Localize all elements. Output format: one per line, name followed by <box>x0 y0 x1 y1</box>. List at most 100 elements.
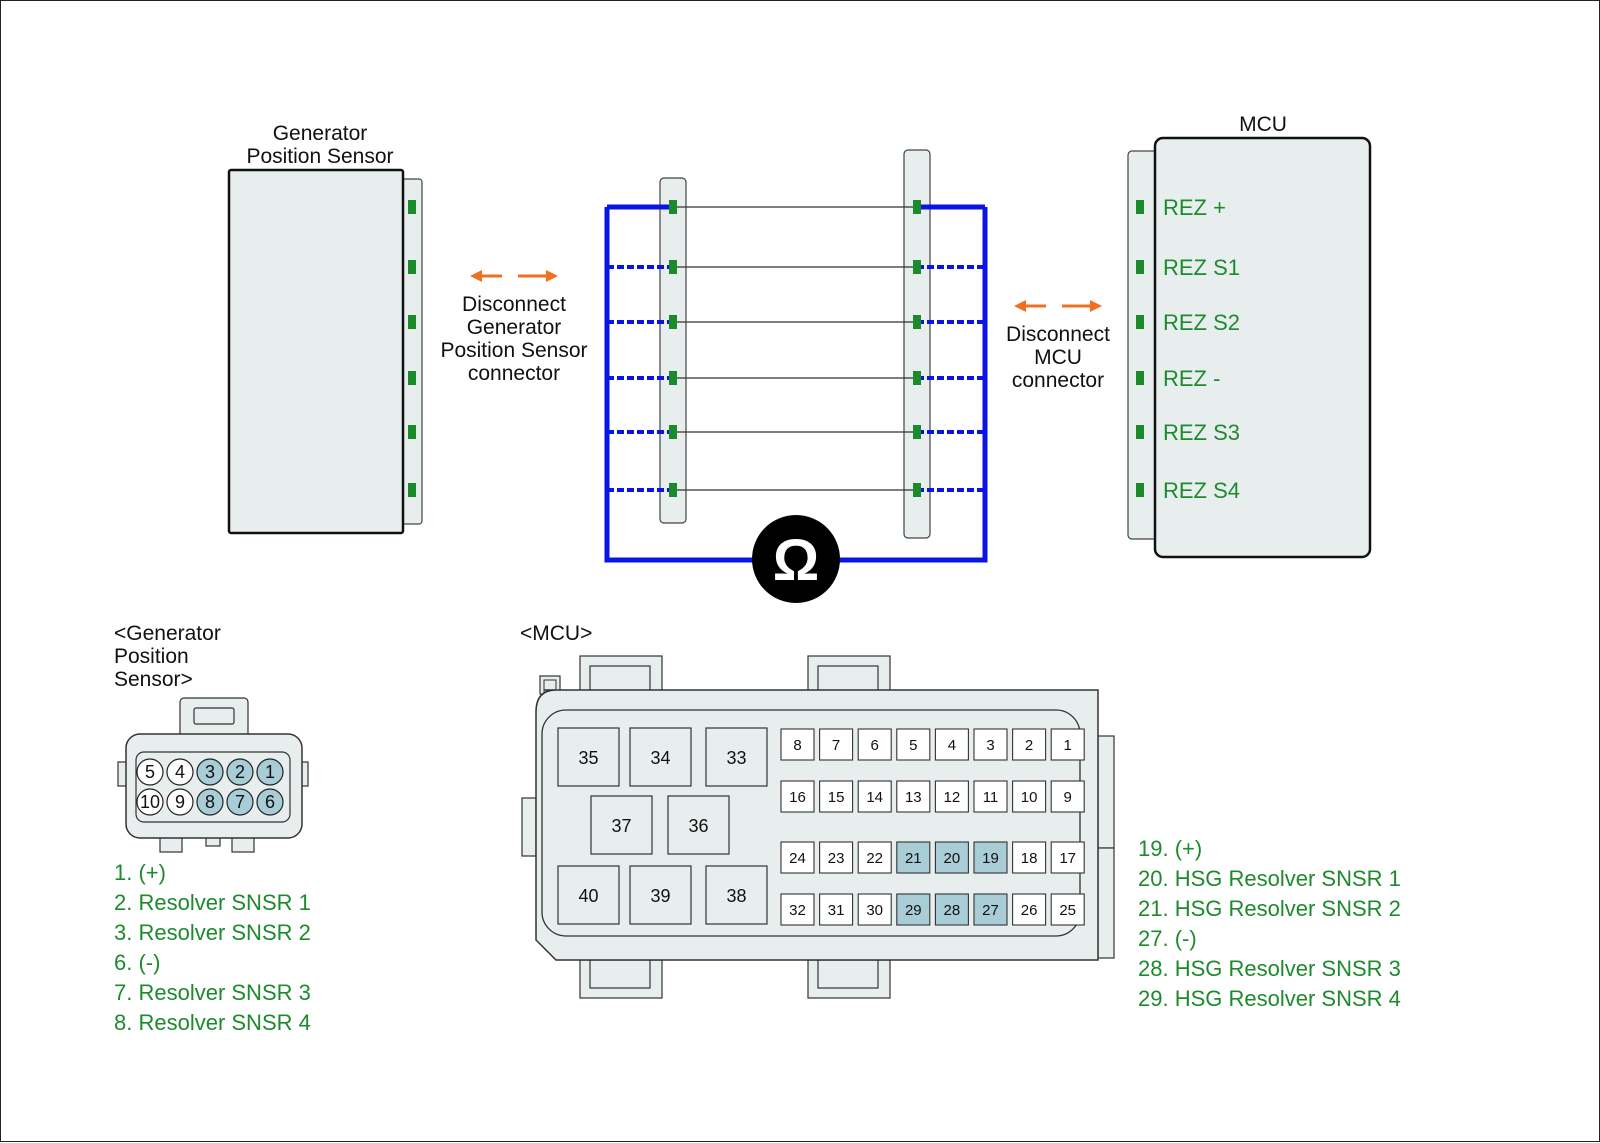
mcu-large-pin-36 <box>667 795 730 855</box>
mcu-legend-item: 29. HSG Resolver SNSR 4 <box>1138 986 1401 1011</box>
harness-pin-right <box>913 260 921 274</box>
mcu-pin-31 <box>819 893 854 926</box>
mcu-legend-item: 28. HSG Resolver SNSR 3 <box>1138 956 1401 981</box>
ohmmeter: Ω <box>752 515 840 603</box>
gps-pin-label: 2 <box>235 762 245 782</box>
harness-pin-right <box>913 315 921 329</box>
mcu-pin-label: 28 <box>944 902 961 919</box>
gps-terminal-6 <box>408 483 416 497</box>
harness-left-strip <box>659 177 687 524</box>
mcu-pin-label: 30 <box>866 902 883 919</box>
gps-title-line: <Generator <box>114 622 221 645</box>
harness-pin-left <box>669 371 677 385</box>
mcu-large-pin-label: 38 <box>726 886 746 906</box>
mcu-terminal-label: REZ S1 <box>1163 255 1240 280</box>
mcu-pin-label: 32 <box>789 902 806 919</box>
mcu-pin-16 <box>780 780 815 813</box>
mcu-pin-13 <box>896 780 931 813</box>
mcu-terminal-5 <box>1136 425 1144 439</box>
mcu-pin-9 <box>1050 780 1085 813</box>
mcu-terminal-6 <box>1136 483 1144 497</box>
gps-legend-item: 8. Resolver SNSR 4 <box>114 1010 311 1035</box>
mcu-pin-12 <box>934 780 969 813</box>
mcu-pin-21 <box>896 841 931 874</box>
harness-pin-right <box>913 425 921 439</box>
mcu-pin-1 <box>1050 728 1085 761</box>
gps-pin-1 <box>256 758 284 786</box>
mcu-legend-item: 27. (-) <box>1138 926 1197 951</box>
mcu-pin-10 <box>1012 780 1047 813</box>
mcu-pin-label: 6 <box>871 737 879 754</box>
mcu-pin-19 <box>973 841 1008 874</box>
mcu-large-pin-label: 39 <box>650 886 670 906</box>
mcu-pin-label: 21 <box>905 850 922 867</box>
mcu-pin-label: 10 <box>1021 789 1038 806</box>
mcu-pin-label: 27 <box>982 902 999 919</box>
mcu-pin-label: 7 <box>832 737 840 754</box>
gps-pin-10 <box>136 788 164 816</box>
mcu-large-pin-label: 35 <box>578 748 598 768</box>
mcu-pin-27 <box>973 893 1008 926</box>
harness-pin-left <box>669 200 677 214</box>
mcu-pin-label: 22 <box>866 850 883 867</box>
mcu-terminal-label: REZ S3 <box>1163 420 1240 445</box>
gps-pin-legend: 1. (+)2. Resolver SNSR 13. Resolver SNSR… <box>114 860 311 1035</box>
mcu-large-pin-37 <box>590 795 653 855</box>
gps-pin-7 <box>226 788 254 816</box>
harness-pin-left <box>669 260 677 274</box>
disc-mcu-line: Disconnect <box>1006 323 1110 346</box>
mcu-pin-label: 26 <box>1021 902 1038 919</box>
gps-pin-6 <box>256 788 284 816</box>
mcu-pin-label: 17 <box>1059 850 1076 867</box>
mcu-pin-32 <box>780 893 815 926</box>
gps-pin-2 <box>226 758 254 786</box>
gps-legend-item: 3. Resolver SNSR 2 <box>114 920 311 945</box>
mcu-title: MCU <box>1239 113 1287 136</box>
mcu-pin-30 <box>857 893 892 926</box>
mcu-connector-title: <MCU> <box>520 622 592 645</box>
harness-pin-right <box>913 483 921 497</box>
ohmmeter-symbol: Ω <box>773 528 820 593</box>
mcu-pin-label: 8 <box>793 737 801 754</box>
mcu-pin-4 <box>934 728 969 761</box>
mcu-large-pin-40 <box>557 865 620 925</box>
mcu-large-pin-34 <box>629 727 692 787</box>
mcu-pin-label: 1 <box>1064 737 1072 754</box>
mcu-pin-20 <box>934 841 969 874</box>
mcu-pin-label: 18 <box>1021 850 1038 867</box>
mcu-pin-label: 19 <box>982 850 999 867</box>
gps-pin-label: 7 <box>235 792 245 812</box>
disc-gps-line: Position Sensor <box>440 339 587 362</box>
gps-legend-item: 7. Resolver SNSR 3 <box>114 980 311 1005</box>
disconnect-mcu-arrow <box>1014 300 1102 312</box>
mcu-pin-label: 9 <box>1064 789 1072 806</box>
mcu-large-pin-label: 33 <box>726 748 746 768</box>
mcu-pin-29 <box>896 893 931 926</box>
gps-title-line: Position <box>114 645 189 668</box>
mcu-pin-14 <box>857 780 892 813</box>
gps-body <box>227 168 405 535</box>
harness-pin-left <box>669 483 677 497</box>
mcu-terminal-label: REZ S4 <box>1163 478 1240 503</box>
mcu-large-pin-label: 34 <box>650 748 670 768</box>
gps-terminal-3 <box>408 315 416 329</box>
gps-terminals <box>408 200 416 497</box>
mcu-pin-label: 4 <box>948 737 956 754</box>
mcu-large-pin-39 <box>629 865 692 925</box>
mcu-pin-label: 15 <box>828 789 845 806</box>
mcu-large-pin-label: 37 <box>611 816 631 836</box>
mcu-terminal-label: REZ S2 <box>1163 310 1240 335</box>
mcu-pin-26 <box>1012 893 1047 926</box>
ohmmeter-circle <box>752 515 840 603</box>
gps-pin-9 <box>166 788 194 816</box>
gps-terminal-5 <box>408 425 416 439</box>
gps-terminal-1 <box>408 200 416 214</box>
mcu-pin-11 <box>973 780 1008 813</box>
mcu-pin-label: 12 <box>944 789 961 806</box>
mcu-large-pin-35 <box>557 727 620 787</box>
